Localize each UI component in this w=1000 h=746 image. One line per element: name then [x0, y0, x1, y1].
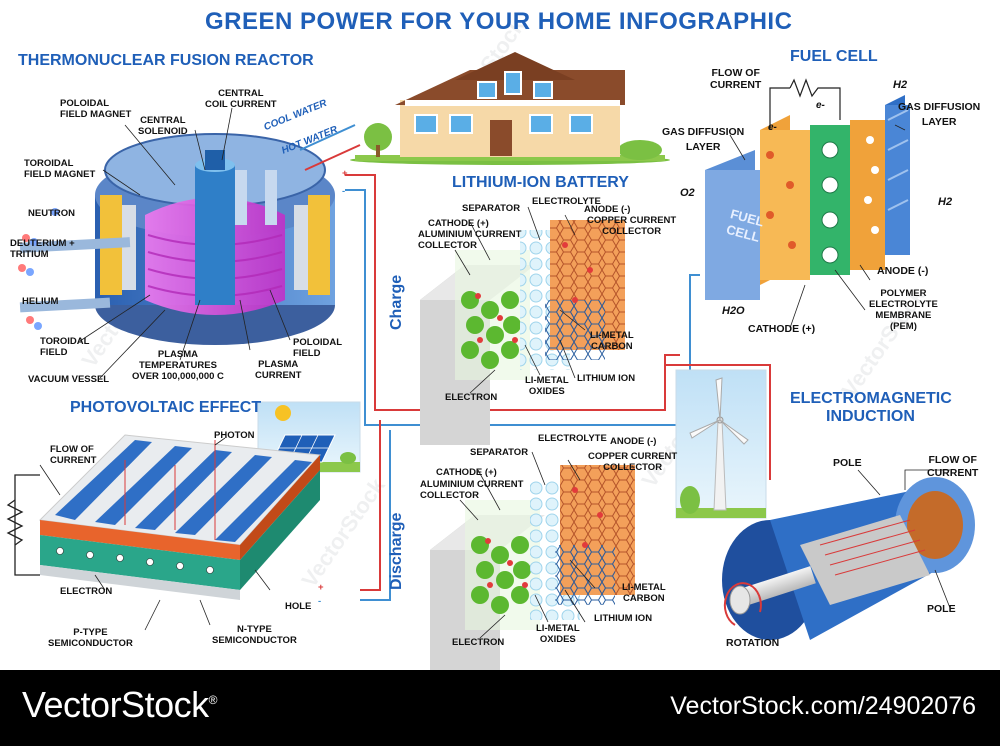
footer-brand: VectorStock®: [22, 684, 217, 726]
induction-label-pole-bottom: POLE: [927, 603, 956, 615]
fuelcell-label-e2: e-: [816, 100, 825, 111]
charge-label-li-metal-carbon: LI-METAL CARBON: [590, 330, 634, 352]
label-helium: HELIUM: [22, 296, 59, 307]
section-title-photovoltaic: PHOTOVOLTAIC EFFECT: [70, 399, 262, 416]
fuelcell-label-h2o: H2O: [722, 305, 745, 317]
section-title-induction-2: INDUCTION: [826, 408, 915, 425]
pv-label-n-type: N-TYPE SEMICONDUCTOR: [212, 624, 297, 646]
section-title-induction: ELECTROMAGNETIC: [790, 390, 952, 407]
pv-label-p-type: P-TYPE SEMICONDUCTOR: [48, 627, 133, 649]
label-poloidal-field: POLOIDAL FIELD: [293, 337, 343, 359]
label-vacuum-vessel: VACUUM VESSEL: [28, 374, 110, 385]
label-plasma-temperatures: PLASMA TEMPERATURES OVER 100,000,000 C: [132, 349, 224, 382]
generator-illustration: [722, 469, 975, 640]
charge-label: Charge: [388, 274, 405, 330]
charge-label-cathode: CATHODE (+): [428, 218, 489, 229]
charge-label-lithium-ion: LITHIUM ION: [577, 373, 636, 384]
pv-label-hole: HOLE: [285, 601, 312, 612]
footer-bar: VectorStock® VectorStock.com/24902076: [0, 670, 1000, 746]
charge-label-electron: ELECTRON: [445, 392, 498, 403]
wire-plus-sign: +: [342, 168, 348, 179]
label-toroidal-field: TOROIDAL FIELD: [40, 336, 90, 358]
pv-label-photon: PHOTON: [214, 430, 255, 441]
fuelcell-label-pem: POLYMER ELECTROLYTE MEMBRANE (PEM): [869, 288, 938, 332]
photovoltaic-cell-illustration: [6, 434, 322, 631]
discharge-label-electrolyte: ELECTROLYTE: [538, 433, 607, 444]
fuelcell-label-h2-right: H2: [938, 196, 953, 208]
section-title-battery: LITHIUM-ION BATTERY: [452, 174, 629, 191]
label-neutron: NEUTRON: [28, 208, 75, 219]
discharge-label-li-metal-carbon: LI-METAL CARBON: [622, 582, 666, 604]
induction-label-flow: FLOW OF CURRENT: [927, 454, 979, 479]
charge-label-anode: ANODE (-): [584, 204, 631, 215]
discharge-label-cathode: CATHODE (+): [436, 467, 497, 478]
wind-turbine-illustration: [675, 369, 767, 519]
charge-label-separator: SEPARATOR: [462, 203, 521, 214]
section-title-fuel-cell: FUEL CELL: [790, 48, 878, 65]
fuelcell-label-e1: e-: [768, 122, 777, 133]
induction-label-rotation: ROTATION: [726, 637, 780, 649]
pv-label-flow: FLOW OF CURRENT: [50, 444, 97, 466]
pv-label-electron: ELECTRON: [60, 586, 113, 597]
fuelcell-label-h2-top: H2: [893, 79, 908, 91]
page-title: GREEN POWER FOR YOUR HOME INFOGRAPHIC: [205, 8, 793, 35]
fuelcell-label-o2: O2: [680, 187, 695, 199]
fuelcell-label-gdl-right: GAS DIFFUSION LAYER: [898, 101, 981, 128]
label-poloidal-field-magnet: POLOIDAL FIELD MAGNET: [60, 98, 132, 120]
wire-minus-sign: -: [342, 186, 346, 197]
pv-wire-plus-sign: +: [318, 582, 324, 593]
house-illustration: [350, 52, 670, 165]
discharge-label: Discharge: [388, 512, 405, 590]
footer-brand-text: VectorStock: [22, 684, 209, 725]
discharge-label-al-collector: ALUMINIUM CURRENT COLLECTOR: [420, 479, 524, 501]
discharge-label-lithium-ion: LITHIUM ION: [594, 613, 653, 624]
battery-discharge-illustration: [430, 451, 635, 670]
discharge-label-li-metal-oxides: LI-METAL OXIDES: [536, 623, 580, 645]
charge-label-al-collector: ALUMINIUM CURRENT COLLECTOR: [418, 229, 522, 251]
discharge-label-anode: ANODE (-): [610, 436, 657, 447]
charge-label-cu-collector: COPPER CURRENT COLLECTOR: [587, 215, 677, 237]
charge-label-electrolyte: ELECTROLYTE: [532, 196, 601, 207]
label-plasma-current: PLASMA CURRENT: [255, 359, 302, 381]
battery-charge-illustration: [420, 206, 625, 445]
discharge-label-electron: ELECTRON: [452, 637, 505, 648]
diagram-graphics: [6, 52, 975, 670]
section-title-fusion: THERMONUCLEAR FUSION REACTOR: [18, 52, 314, 69]
fuel-cell-illustration: [705, 78, 910, 329]
label-central-solenoid: CENTRAL SOLENOID: [138, 115, 188, 137]
label-toroidal-field-magnet: TOROIDAL FIELD MAGNET: [24, 158, 96, 180]
fuelcell-label-anode: ANODE (-): [877, 265, 929, 277]
footer-image-url: VectorStock.com/24902076: [670, 692, 976, 720]
induction-label-pole-top: POLE: [833, 457, 862, 469]
label-deuterium-tritium: DEUTERIUM + TRITIUM: [10, 238, 75, 260]
fusion-reactor-illustration: [18, 107, 361, 379]
footer-registered-mark: ®: [208, 693, 218, 707]
fuelcell-label-gdl-left: GAS DIFFUSION LAYER: [662, 126, 745, 153]
pv-wire-minus-sign: -: [318, 596, 322, 607]
fuelcell-label-flow: FLOW OF CURRENT: [710, 67, 762, 91]
discharge-label-cu-collector: COPPER CURRENT COLLECTOR: [588, 451, 678, 473]
fuelcell-label-cathode: CATHODE (+): [748, 323, 816, 335]
charge-label-li-metal-oxides: LI-METAL OXIDES: [525, 375, 569, 397]
label-central-coil-current: CENTRAL COIL CURRENT: [205, 88, 277, 110]
discharge-label-separator: SEPARATOR: [470, 447, 529, 458]
